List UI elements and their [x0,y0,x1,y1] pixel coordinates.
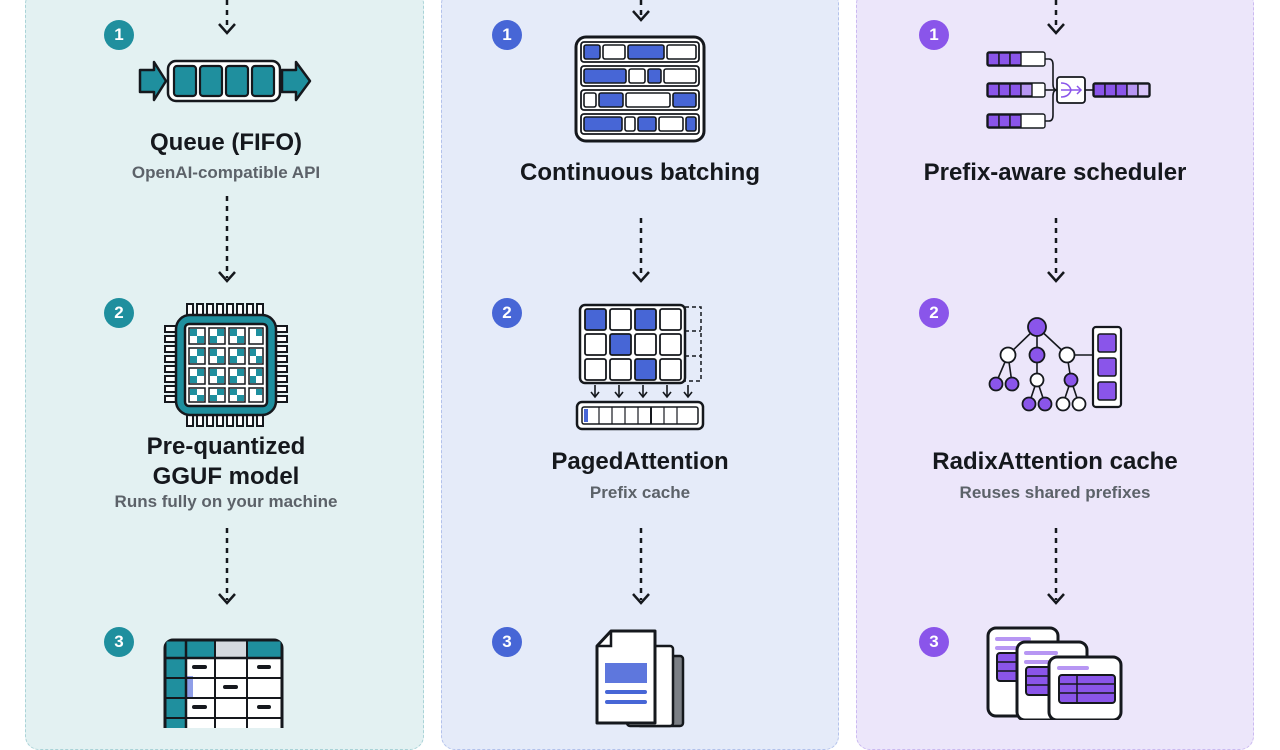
arrow-down-icon [632,528,650,605]
step-badge: 1 [492,20,522,50]
document-stack-icon [595,629,685,728]
step-badge: 3 [492,627,522,657]
sglang-column [856,0,1254,750]
step-badge: 2 [104,298,134,328]
step-title: Pre-quantized GGUF model [147,432,306,492]
step-subtitle: Prefix cache [589,483,691,502]
arrow-down-icon [632,0,650,22]
step-badge: 2 [919,298,949,328]
step-title: PagedAttention [551,448,729,475]
step-title: RadixAttention cache [932,448,1178,475]
step-title: Queue (FIFO) [150,129,302,156]
step-title: Continuous batching [520,159,760,186]
table-icon [163,638,284,728]
fifo-queue-icon [138,59,312,103]
step-badge: 3 [919,627,949,657]
arrow-down-icon [1047,528,1065,605]
arrow-down-icon [632,218,650,283]
step-title-line: Pre-quantized [146,433,306,460]
step-title: Prefix-aware scheduler [923,159,1187,186]
arrow-down-icon [1047,218,1065,283]
arrow-down-icon [218,528,236,605]
chip-icon [164,303,288,427]
arrow-down-icon [218,0,236,35]
document-stack-icon [986,626,1123,720]
batch-grid-icon [574,35,706,143]
radix-tree-icon [988,317,1123,412]
step-subtitle: Reuses shared prefixes [959,483,1151,502]
step-badge: 3 [104,627,134,657]
scheduler-merge-icon [986,51,1151,129]
arrow-down-icon [1047,0,1065,35]
step-badge: 1 [919,20,949,50]
step-badge: 2 [492,298,522,328]
paged-blocks-icon [575,303,705,431]
step-subtitle: Runs fully on your machine [114,492,338,511]
arrow-down-icon [218,196,236,283]
step-title-line: GGUF model [152,463,300,490]
step-badge: 1 [104,20,134,50]
step-subtitle: OpenAI-compatible API [131,163,321,182]
